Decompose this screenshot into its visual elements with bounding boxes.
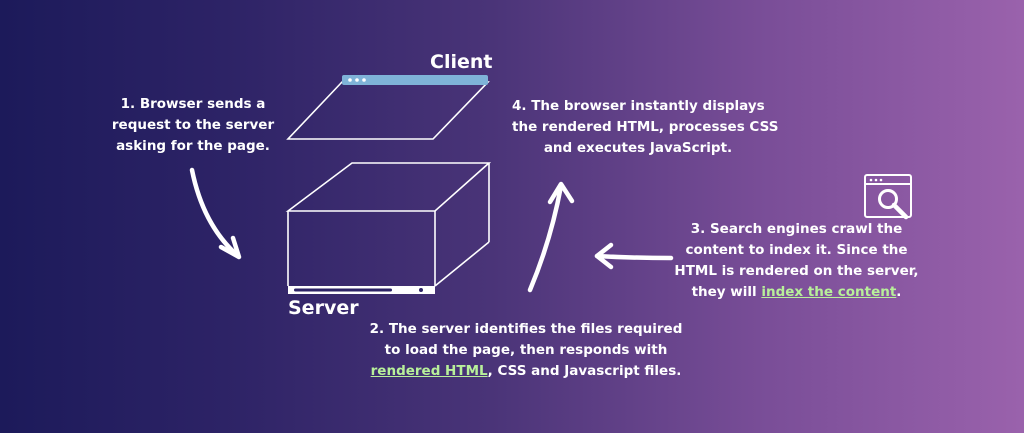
curved-arrow-icon bbox=[527, 181, 575, 293]
step-3-line: HTML is rendered on the server, bbox=[674, 263, 919, 279]
step-3-text: 3. Search engines crawl the content to i… bbox=[668, 219, 925, 303]
step-1-line: 1. Browser sends a bbox=[120, 96, 266, 112]
step-3-line: they will index the content. bbox=[668, 282, 925, 303]
step-4-text: 4. The browser instantly displays the re… bbox=[512, 96, 779, 159]
step-1-text: 1. Browser sends a request to the server… bbox=[103, 94, 283, 157]
browser-window-icon bbox=[286, 75, 490, 140]
step-4-line: the rendered HTML, processes CSS bbox=[512, 119, 779, 135]
index-the-content-link[interactable]: index the content bbox=[761, 284, 897, 300]
curved-arrow-icon bbox=[189, 167, 242, 260]
step-2-line: 2. The server identifies the files requi… bbox=[369, 321, 683, 337]
step-3-text-post: . bbox=[896, 284, 902, 300]
step-3-line: 3. Search engines crawl the bbox=[690, 221, 903, 237]
step-2-text: 2. The server identifies the files requi… bbox=[366, 319, 686, 382]
client-label: Client bbox=[430, 51, 493, 73]
step-2-line: to load the page, then responds with bbox=[384, 342, 668, 358]
step-4-line: and executes JavaScript. bbox=[543, 140, 733, 156]
step-1-line: asking for the page. bbox=[116, 138, 270, 154]
step-4-line: 4. The browser instantly displays bbox=[512, 98, 765, 114]
step-3-text-pre: they will bbox=[691, 284, 762, 300]
server-label: Server bbox=[288, 297, 359, 319]
server-box-icon bbox=[285, 162, 492, 294]
step-3-line: content to index it. Since the bbox=[685, 242, 908, 258]
search-magnifier-icon bbox=[864, 174, 912, 220]
step-2-text-rest: , CSS and Javascript files. bbox=[487, 363, 682, 379]
step-1-line: request to the server bbox=[111, 117, 275, 133]
step-2-line: rendered HTML, CSS and Javascript files. bbox=[366, 361, 686, 382]
arrow-left-icon bbox=[594, 242, 674, 270]
rendered-html-link[interactable]: rendered HTML bbox=[370, 363, 488, 379]
